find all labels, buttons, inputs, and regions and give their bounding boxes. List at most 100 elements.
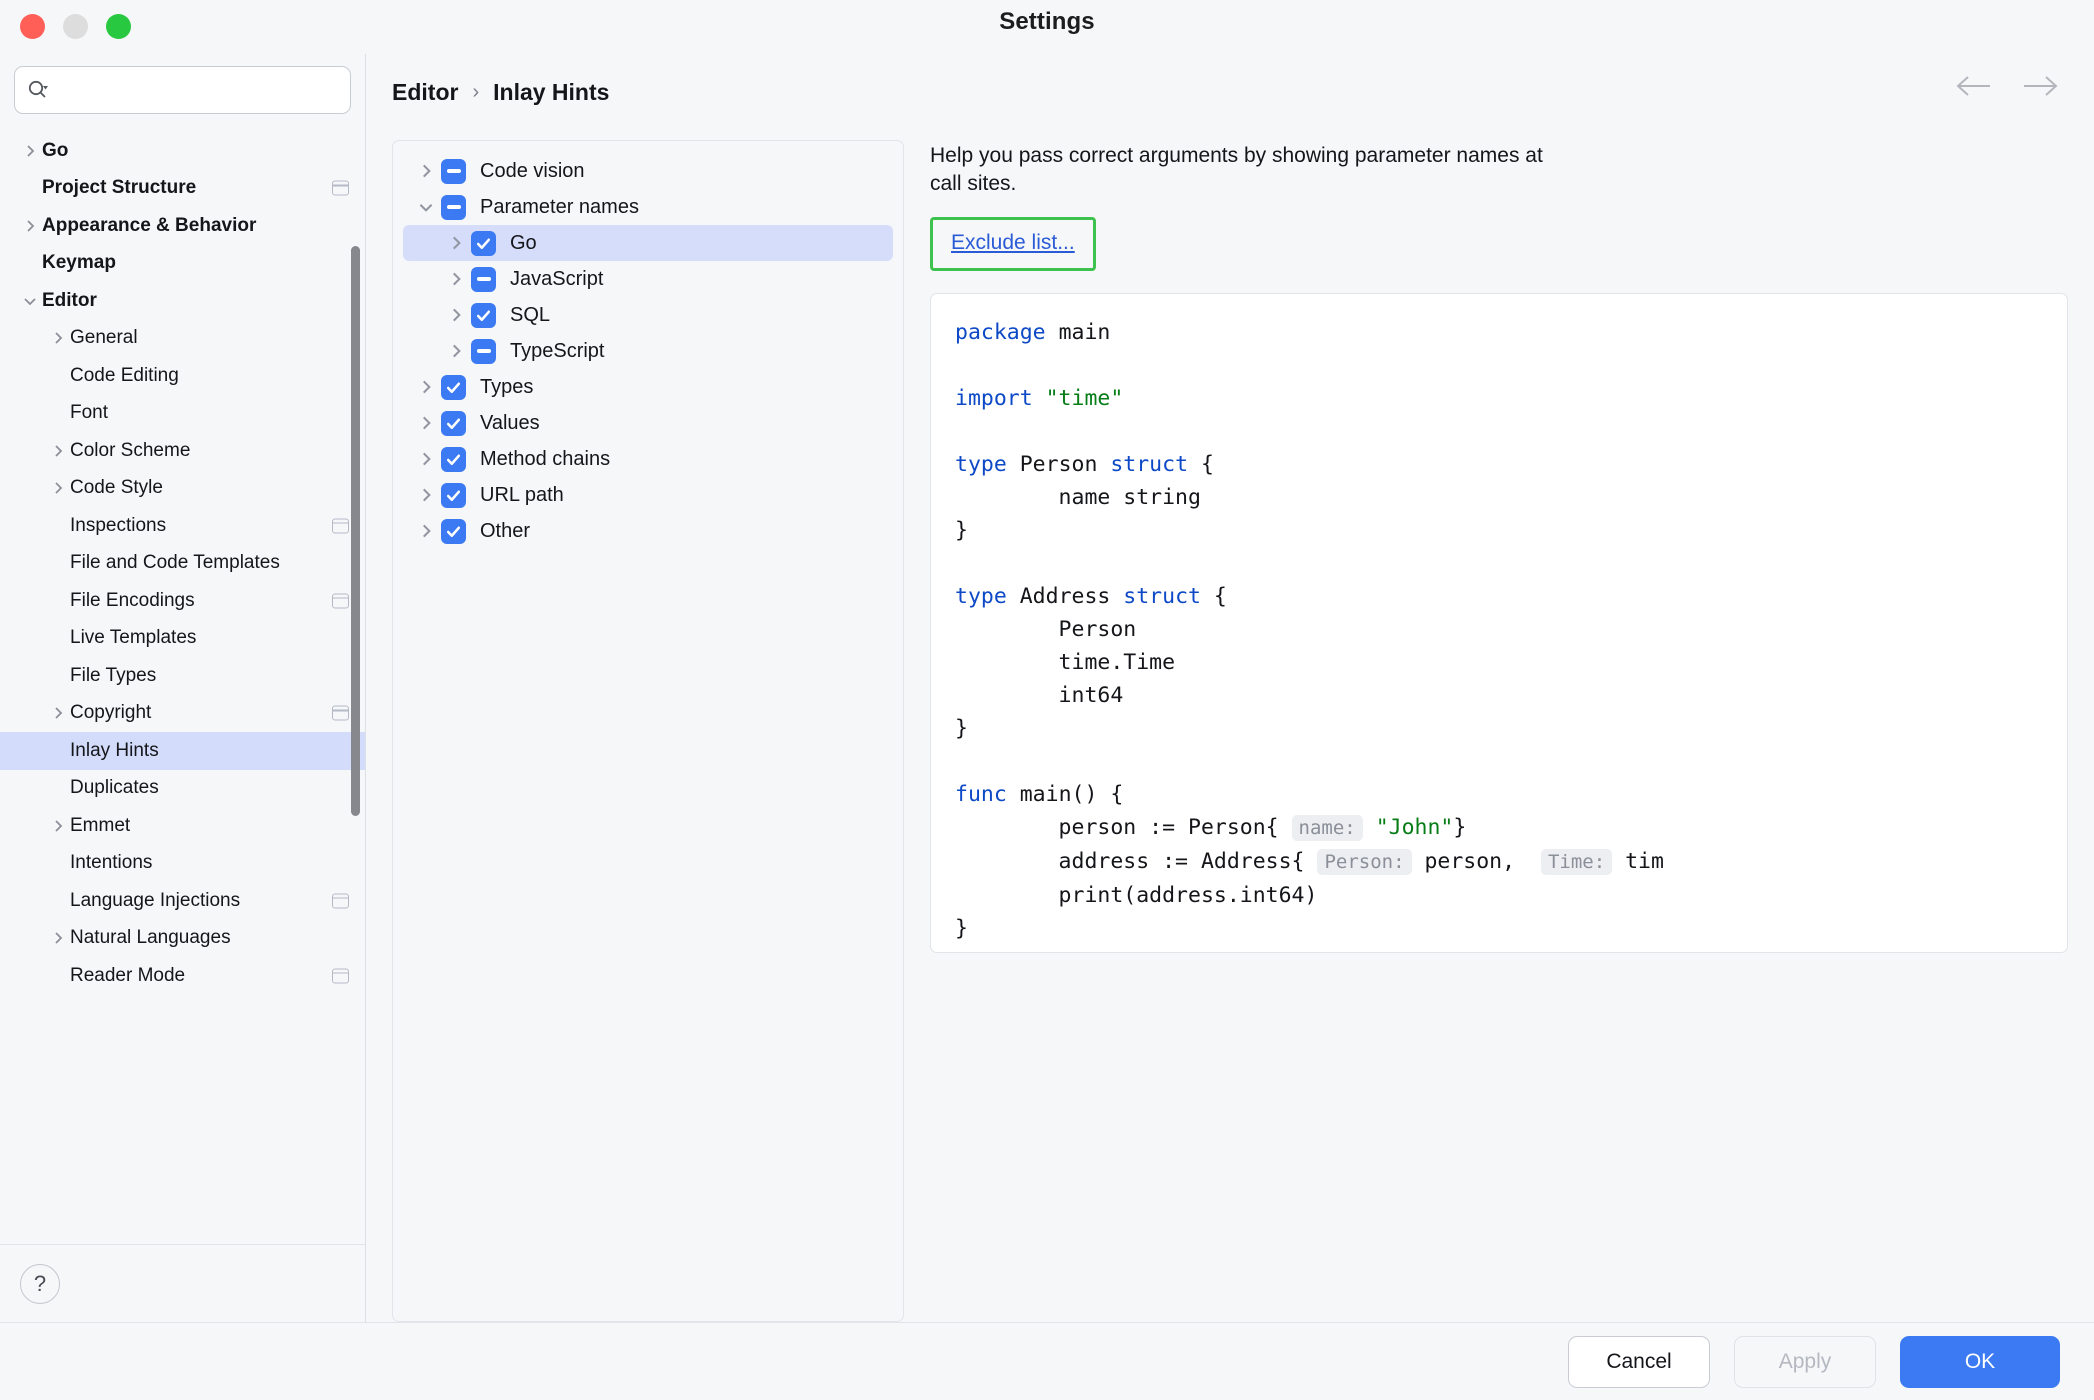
back-arrow-icon[interactable]: [1954, 74, 1994, 103]
checkbox-checked-icon[interactable]: [441, 374, 466, 400]
chevron-right-icon[interactable]: [411, 162, 441, 180]
sidebar-item-code-editing[interactable]: Code Editing: [0, 357, 365, 395]
ok-button[interactable]: OK: [1900, 1335, 2060, 1388]
hint-node-javascript[interactable]: JavaScript: [403, 261, 893, 297]
chevron-right-icon[interactable]: [46, 480, 70, 496]
sidebar-item-duplicates[interactable]: Duplicates: [0, 770, 365, 808]
sidebar-item-go[interactable]: Go: [0, 132, 365, 170]
sidebar-item-inspections[interactable]: Inspections: [0, 507, 365, 545]
sidebar-item-keymap[interactable]: Keymap: [0, 245, 365, 283]
chevron-right-icon[interactable]: [411, 414, 441, 432]
chevron-right-icon[interactable]: [18, 218, 42, 234]
chevron-right-icon[interactable]: [46, 443, 70, 459]
sidebar-item-label: Inspections: [70, 514, 167, 536]
sidebar-item-file-and-code-templates[interactable]: File and Code Templates: [0, 545, 365, 583]
sidebar-item-general[interactable]: General: [0, 320, 365, 358]
chevron-right-icon[interactable]: [46, 330, 70, 346]
checkbox-checked-icon[interactable]: [441, 518, 466, 544]
sidebar-item-label: Color Scheme: [70, 439, 191, 461]
sidebar-item-label: Go: [42, 139, 69, 161]
sidebar-item-reader-mode[interactable]: Reader Mode: [0, 957, 365, 995]
breadcrumb-parent[interactable]: Editor: [392, 78, 459, 105]
chevron-right-icon[interactable]: [411, 450, 441, 468]
cancel-button[interactable]: Cancel: [1568, 1335, 1710, 1388]
checkbox-checked-icon[interactable]: [441, 410, 466, 436]
chevron-right-icon[interactable]: [46, 818, 70, 834]
forward-arrow-icon[interactable]: [2020, 74, 2060, 103]
hint-node-go[interactable]: Go: [403, 225, 893, 261]
sidebar-item-emmet[interactable]: Emmet: [0, 807, 365, 845]
checkbox-indeterminate-icon[interactable]: [441, 158, 466, 184]
chevron-right-icon[interactable]: [18, 143, 42, 159]
chevron-down-icon[interactable]: [18, 293, 42, 309]
minimize-window-button[interactable]: [63, 14, 88, 39]
hint-node-parameter-names[interactable]: Parameter names: [403, 189, 893, 225]
hint-node-code-vision[interactable]: Code vision: [403, 153, 893, 189]
sidebar-item-font[interactable]: Font: [0, 395, 365, 433]
hint-node-sql[interactable]: SQL: [403, 297, 893, 333]
hint-node-label: Other: [480, 519, 531, 542]
chevron-down-icon[interactable]: [411, 198, 441, 216]
chevron-right-icon[interactable]: [46, 930, 70, 946]
maximize-window-button[interactable]: [106, 14, 131, 39]
hint-node-values[interactable]: Values: [403, 405, 893, 441]
close-window-button[interactable]: [20, 14, 45, 39]
chevron-right-icon[interactable]: [441, 342, 471, 360]
code-line: person := Person{ name: "John"}: [955, 814, 1467, 841]
hint-node-types[interactable]: Types: [403, 369, 893, 405]
description-text: Help you pass correct arguments by showi…: [930, 144, 1543, 196]
hint-node-label: TypeScript: [510, 339, 605, 362]
checkbox-checked-icon[interactable]: [441, 446, 466, 472]
sidebar-item-file-types[interactable]: File Types: [0, 657, 365, 695]
inlay-hint: Time:: [1540, 848, 1613, 875]
checkbox-indeterminate-icon[interactable]: [471, 338, 496, 364]
hint-node-other[interactable]: Other: [403, 513, 893, 549]
sidebar-item-appearance-behavior[interactable]: Appearance & Behavior: [0, 207, 365, 245]
checkbox-checked-icon[interactable]: [441, 482, 466, 508]
chevron-right-icon[interactable]: [441, 270, 471, 288]
sidebar-item-project-structure[interactable]: Project Structure: [0, 170, 365, 208]
hint-node-url-path[interactable]: URL path: [403, 477, 893, 513]
sidebar-item-inlay-hints[interactable]: Inlay Hints: [0, 732, 365, 770]
sidebar-item-editor[interactable]: Editor: [0, 282, 365, 320]
sidebar-item-file-encodings[interactable]: File Encodings: [0, 582, 365, 620]
checkbox-checked-icon[interactable]: [471, 230, 496, 256]
sidebar-scrollbar[interactable]: [351, 246, 360, 816]
checkbox-indeterminate-icon[interactable]: [441, 194, 466, 220]
code-preview[interactable]: package main import "time" type Person s…: [930, 292, 2068, 953]
window-title: Settings: [999, 8, 1095, 35]
sidebar-item-copyright[interactable]: Copyright: [0, 695, 365, 733]
sidebar-item-intentions[interactable]: Intentions: [0, 845, 365, 883]
chevron-right-icon[interactable]: [441, 234, 471, 252]
sidebar-footer: ?: [0, 1244, 365, 1322]
code-line: }: [955, 915, 968, 941]
hint-node-method-chains[interactable]: Method chains: [403, 441, 893, 477]
code-line: package main: [955, 319, 1111, 345]
chevron-right-icon[interactable]: [441, 306, 471, 324]
apply-button[interactable]: Apply: [1734, 1335, 1876, 1388]
chevron-right-icon[interactable]: [411, 486, 441, 504]
sidebar-item-natural-languages[interactable]: Natural Languages: [0, 920, 365, 958]
checkbox-indeterminate-icon[interactable]: [471, 266, 496, 292]
dialog-footer: Cancel Apply OK: [0, 1322, 2094, 1400]
sidebar-item-label: Natural Languages: [70, 927, 231, 949]
checkbox-checked-icon[interactable]: [471, 302, 496, 328]
search-input[interactable]: [55, 80, 338, 100]
sidebar-item-live-templates[interactable]: Live Templates: [0, 620, 365, 658]
sidebar-item-label: File Types: [70, 664, 157, 686]
exclude-list-link[interactable]: Exclude list...: [951, 230, 1075, 254]
sidebar-item-code-style[interactable]: Code Style: [0, 470, 365, 508]
search-box[interactable]: [14, 66, 351, 114]
chevron-right-icon[interactable]: [411, 522, 441, 540]
chevron-right-icon[interactable]: [411, 378, 441, 396]
hint-node-label: SQL: [510, 303, 551, 326]
module-scope-icon: [332, 968, 349, 984]
sidebar-item-color-scheme[interactable]: Color Scheme: [0, 432, 365, 470]
sidebar-item-language-injections[interactable]: Language Injections: [0, 882, 365, 920]
chevron-right-icon[interactable]: [46, 705, 70, 721]
help-icon[interactable]: ?: [20, 1263, 60, 1304]
hint-node-typescript[interactable]: TypeScript: [403, 333, 893, 369]
